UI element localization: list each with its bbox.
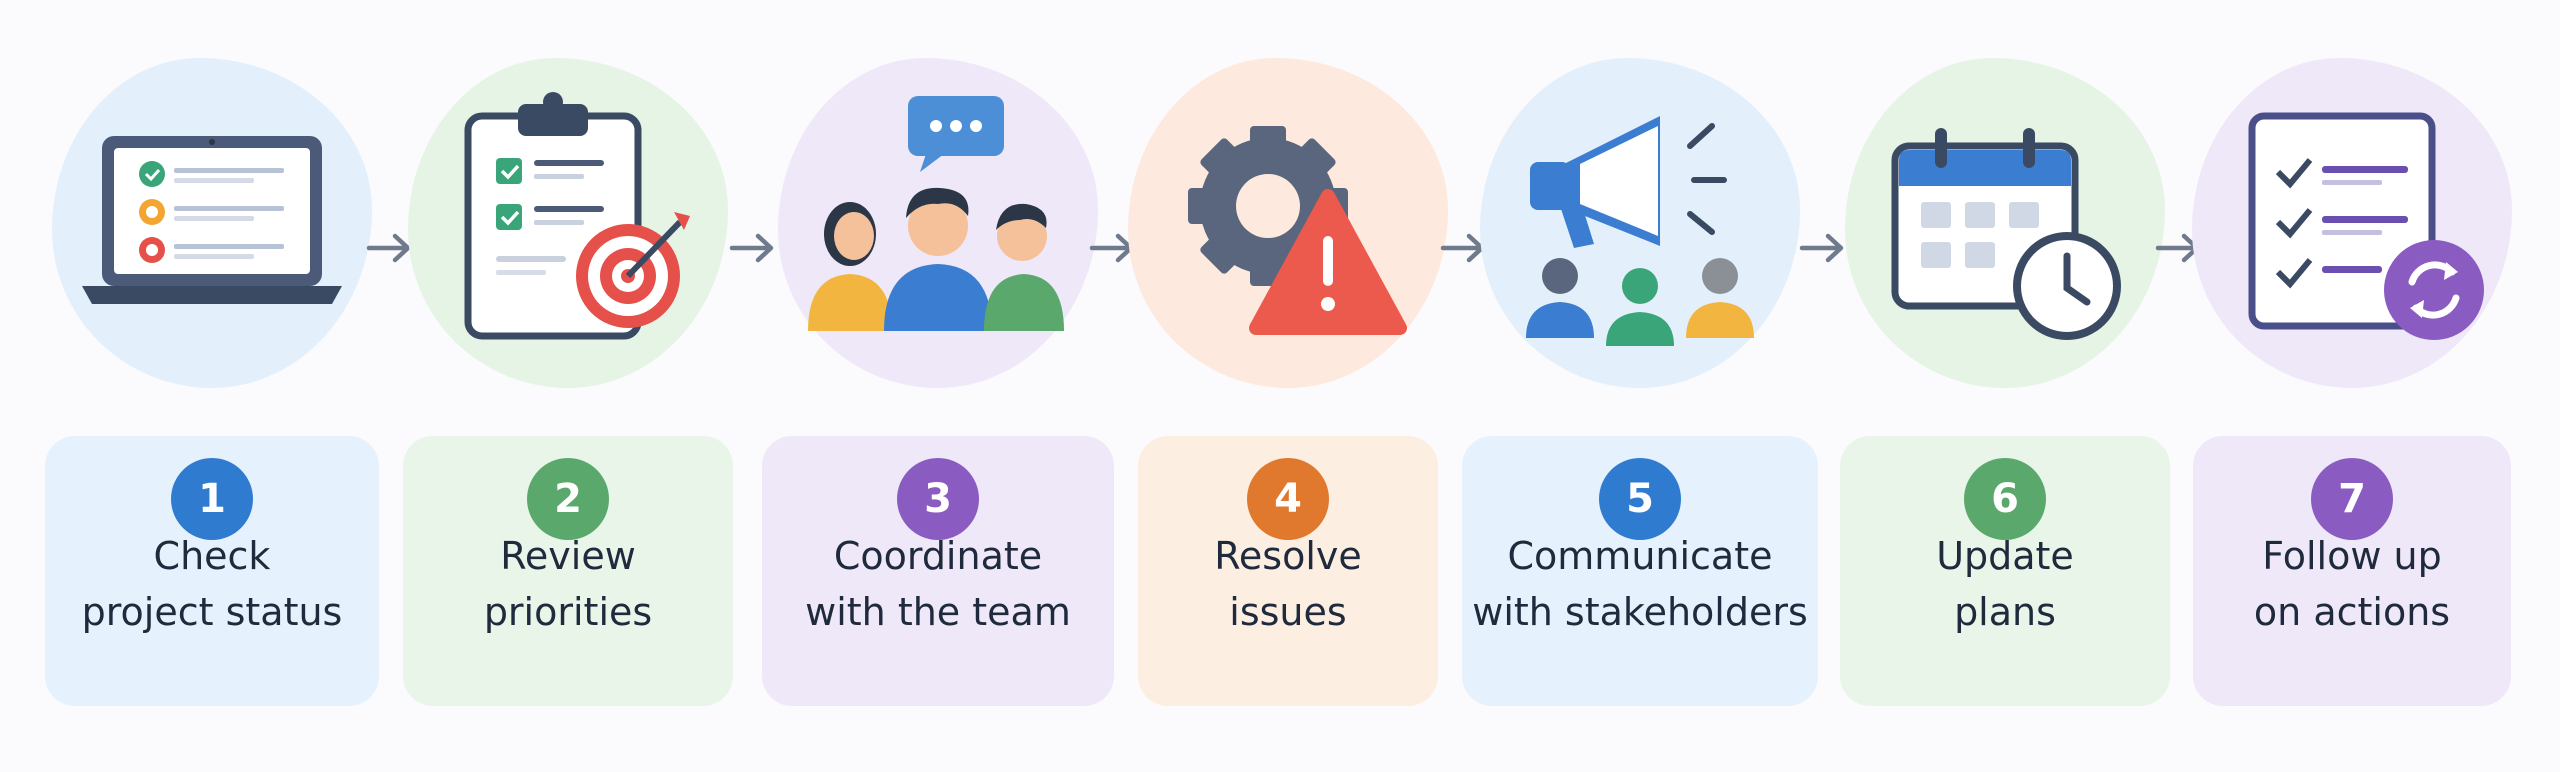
step-label: Update plans: [1840, 528, 2170, 640]
step-label-line-2: with stakeholders: [1472, 590, 1808, 634]
calendar-clock-icon: [1891, 128, 2121, 340]
step-label: Check project status: [45, 528, 379, 640]
checklist-refresh-icon: [2248, 112, 2484, 340]
step-label: Communicate with stakeholders: [1462, 528, 1818, 640]
step-number-badge: 5: [1599, 458, 1681, 540]
gear-warning-icon: [1188, 126, 1407, 335]
team-chat-icon: [808, 96, 1064, 331]
arrow-right-icon: [729, 233, 774, 263]
step-label-line-1: Update: [1936, 534, 2074, 578]
step-number-badge: 6: [1964, 458, 2046, 540]
step-label: Follow up on actions: [2193, 528, 2511, 640]
step-label: Review priorities: [403, 528, 733, 640]
clipboard-target-icon: [464, 92, 690, 340]
arrow-right-icon: [366, 233, 411, 263]
step-label-line-1: Review: [500, 534, 636, 578]
step-number-badge: 2: [527, 458, 609, 540]
step-label-line-1: Communicate: [1507, 534, 1773, 578]
step-label: Coordinate with the team: [762, 528, 1114, 640]
step-label-line-1: Coordinate: [833, 534, 1043, 578]
arrow-right-icon: [1799, 233, 1843, 263]
step-label-line-2: plans: [1954, 590, 2056, 634]
step-label-line-1: Check: [153, 534, 271, 578]
step-label-line-2: on actions: [2253, 590, 2451, 634]
step-number-badge: 7: [2311, 458, 2393, 540]
step-label-line-1: Follow up: [2262, 534, 2442, 578]
step-label-line-2: project status: [81, 590, 343, 634]
step-label-line-2: priorities: [483, 590, 653, 634]
step-label: Resolve issues: [1138, 528, 1438, 640]
laptop-checklist-icon: [82, 136, 342, 304]
step-number-badge: 1: [171, 458, 253, 540]
step-label-line-1: Resolve: [1214, 534, 1362, 578]
step-number-badge: 4: [1247, 458, 1329, 540]
megaphone-people-icon: [1526, 116, 1754, 346]
step-number-badge: 3: [897, 458, 979, 540]
step-label-line-2: with the team: [805, 590, 1071, 634]
step-label-line-2: issues: [1229, 590, 1347, 634]
